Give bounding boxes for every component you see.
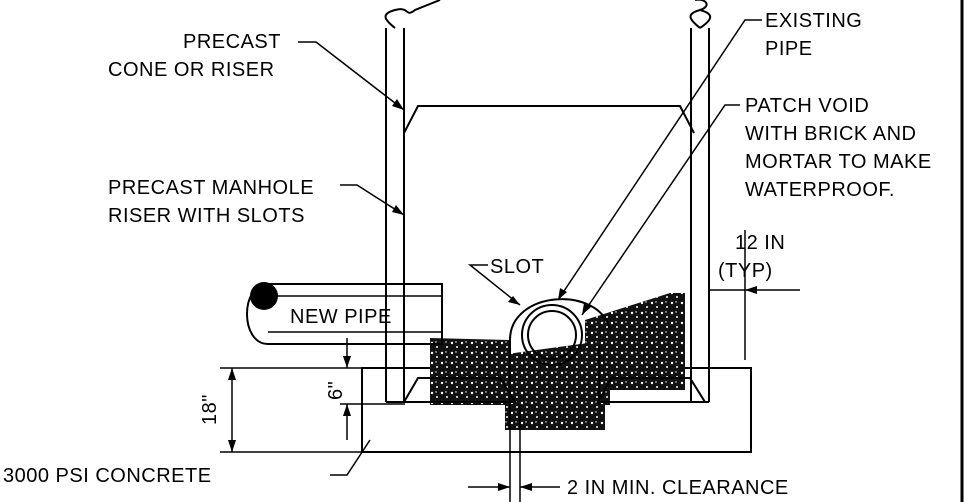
label-slot: SLOT — [490, 256, 544, 278]
gravel-fill — [430, 293, 685, 430]
label-riser-slots: RISER WITH SLOTS — [108, 205, 305, 227]
leader-lines — [298, 19, 762, 476]
existing-pipe — [509, 298, 611, 405]
label-12in: 12 IN — [735, 232, 785, 254]
label-clearance: 2 IN MIN. CLEARANCE — [567, 477, 789, 499]
label-waterproof: WATERPROOF. — [745, 179, 895, 201]
label-18: 18" — [199, 394, 221, 425]
label-existing: EXISTING — [765, 10, 862, 32]
label-precast: PRECAST — [183, 31, 281, 53]
label-6: 6" — [325, 381, 347, 400]
label-new-pipe: NEW PIPE — [290, 306, 392, 328]
label-mortar: MORTAR TO MAKE — [745, 151, 932, 173]
label-patch-void: PATCH VOID — [745, 95, 869, 117]
label-with-brick: WITH BRICK AND — [745, 123, 916, 145]
label-concrete: 3000 PSI CONCRETE — [3, 465, 212, 487]
dimensions — [220, 230, 800, 502]
annotations: PRECAST CONE OR RISER EXISTING PIPE PATC… — [3, 10, 932, 499]
label-pipe: PIPE — [765, 38, 813, 60]
manhole-riser — [384, 0, 712, 403]
label-typ: (TYP) — [718, 260, 773, 282]
new-pipe — [246, 282, 443, 345]
label-precast-manhole: PRECAST MANHOLE — [108, 177, 314, 199]
label-cone-or-riser: CONE OR RISER — [108, 59, 275, 81]
